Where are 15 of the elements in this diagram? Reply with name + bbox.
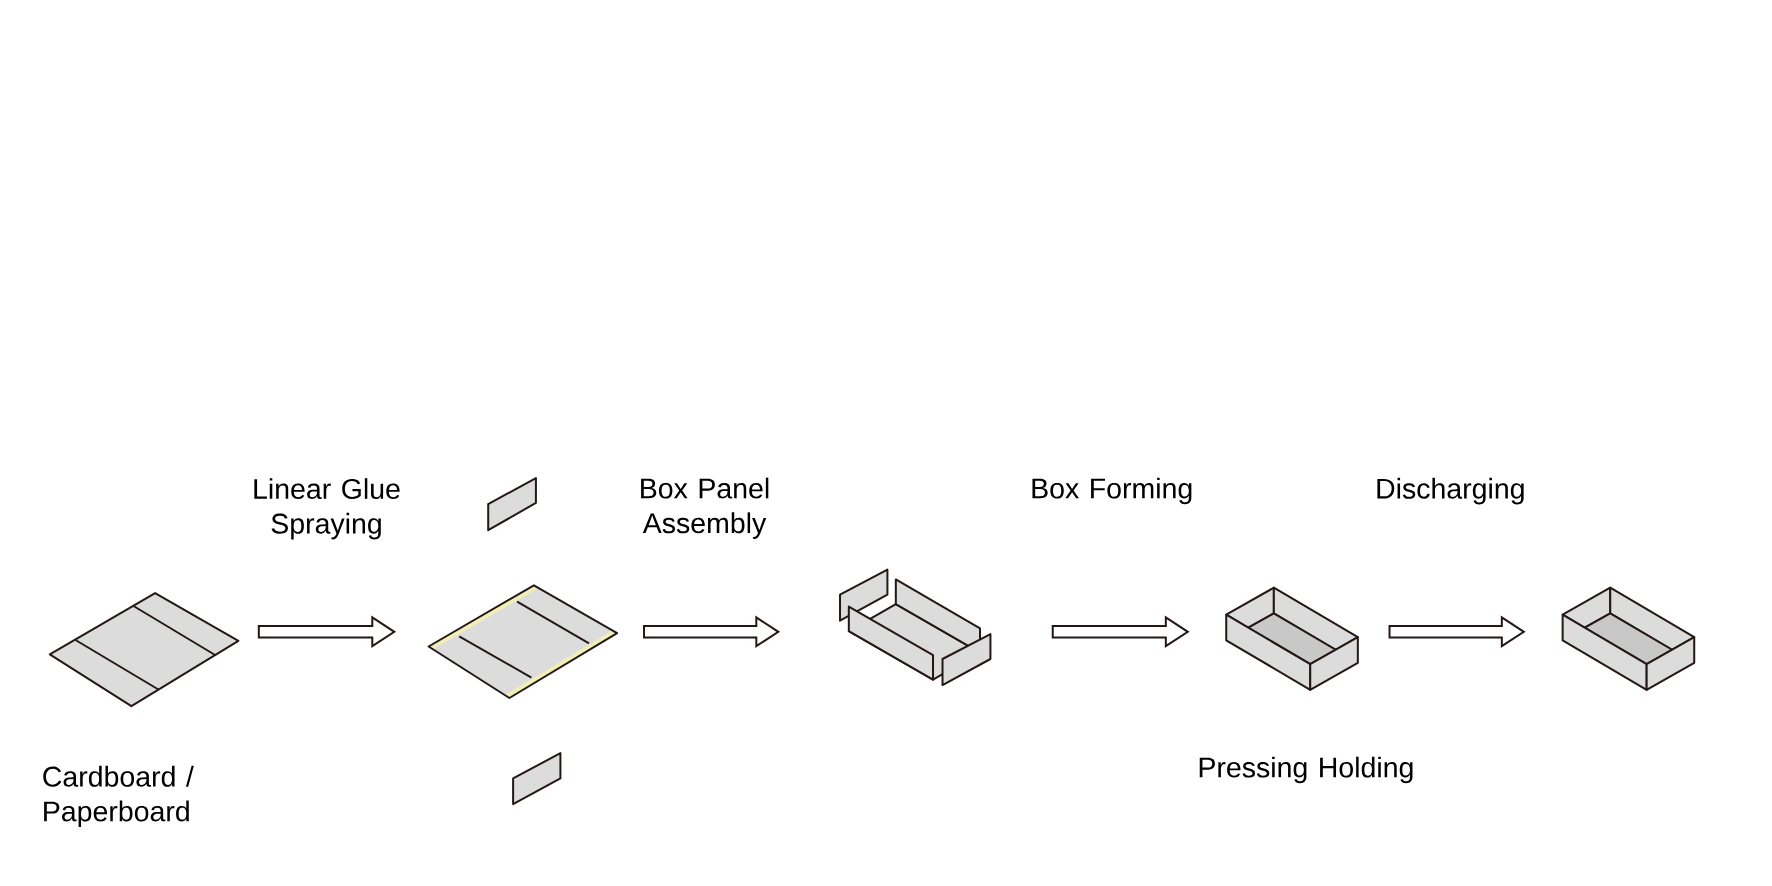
block-arrow: [643, 615, 781, 649]
block-arrow: [1388, 615, 1526, 649]
open-box-drawing: [1225, 586, 1359, 691]
step-label: Discharging: [1377, 477, 1524, 505]
block-arrow: [1051, 615, 1190, 649]
flat-sheet-drawing: [48, 592, 240, 708]
glued-sheet-drawing: [427, 584, 619, 699]
node-caption: Cardboard / Paperboard: [43, 765, 194, 828]
node-caption: Pressing Holding: [1199, 756, 1413, 784]
step-label: Box Panel Assembly: [641, 477, 769, 539]
step-label: Box Forming: [1032, 477, 1192, 505]
open-box-drawing: [1561, 586, 1696, 691]
box-panels-drawing: [839, 568, 992, 686]
step-label: Linear Glue Spraying: [254, 478, 400, 540]
block-arrow: [257, 615, 397, 649]
